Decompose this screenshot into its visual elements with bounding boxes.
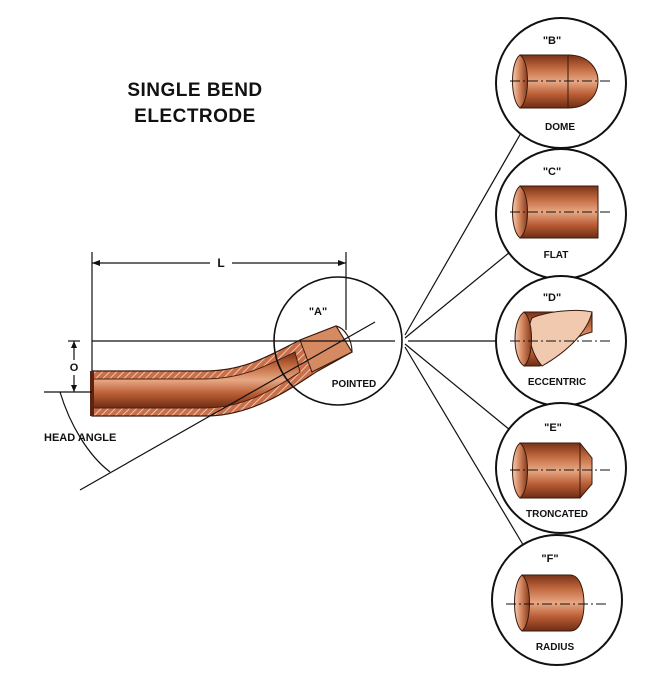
diagram-title-line2: ELECTRODE: [134, 106, 256, 127]
head-angle-label: HEAD ANGLE: [44, 432, 116, 444]
tip-detail-dome: "B" DOME: [495, 17, 627, 149]
tip-detail-pointed: "A" POINTED: [273, 276, 403, 406]
tip-detail-eccentric: "D" ECCENTRIC: [495, 275, 627, 407]
tip-c-name: FLAT: [544, 250, 569, 261]
tip-b-label: "B": [543, 35, 561, 47]
tip-d-label: "D": [543, 292, 561, 304]
tip-detail-radius: "F" RADIUS: [491, 534, 623, 666]
connector-lines: [404, 125, 526, 549]
diagram-title-line1: SINGLE BEND: [127, 80, 263, 101]
tip-a-name: POINTED: [332, 379, 376, 390]
tip-f-name: RADIUS: [536, 642, 575, 653]
tip-f-label: "F": [541, 553, 558, 565]
tip-d-name: ECCENTRIC: [528, 377, 586, 388]
electrode-body: [90, 325, 353, 417]
tip-detail-flat: "C" FLAT: [495, 148, 627, 280]
length-label: L: [217, 256, 224, 270]
dimension-arrows: [71, 260, 346, 392]
offset-label: O: [70, 362, 79, 374]
tip-c-label: "C": [543, 166, 561, 178]
tip-e-label: "E": [544, 422, 562, 434]
tip-detail-troncated: "E" TRONCATED: [495, 402, 627, 534]
tip-e-name: TRONCATED: [526, 509, 588, 520]
tip-a-label: "A": [309, 306, 327, 318]
tip-b-name: DOME: [545, 122, 575, 133]
